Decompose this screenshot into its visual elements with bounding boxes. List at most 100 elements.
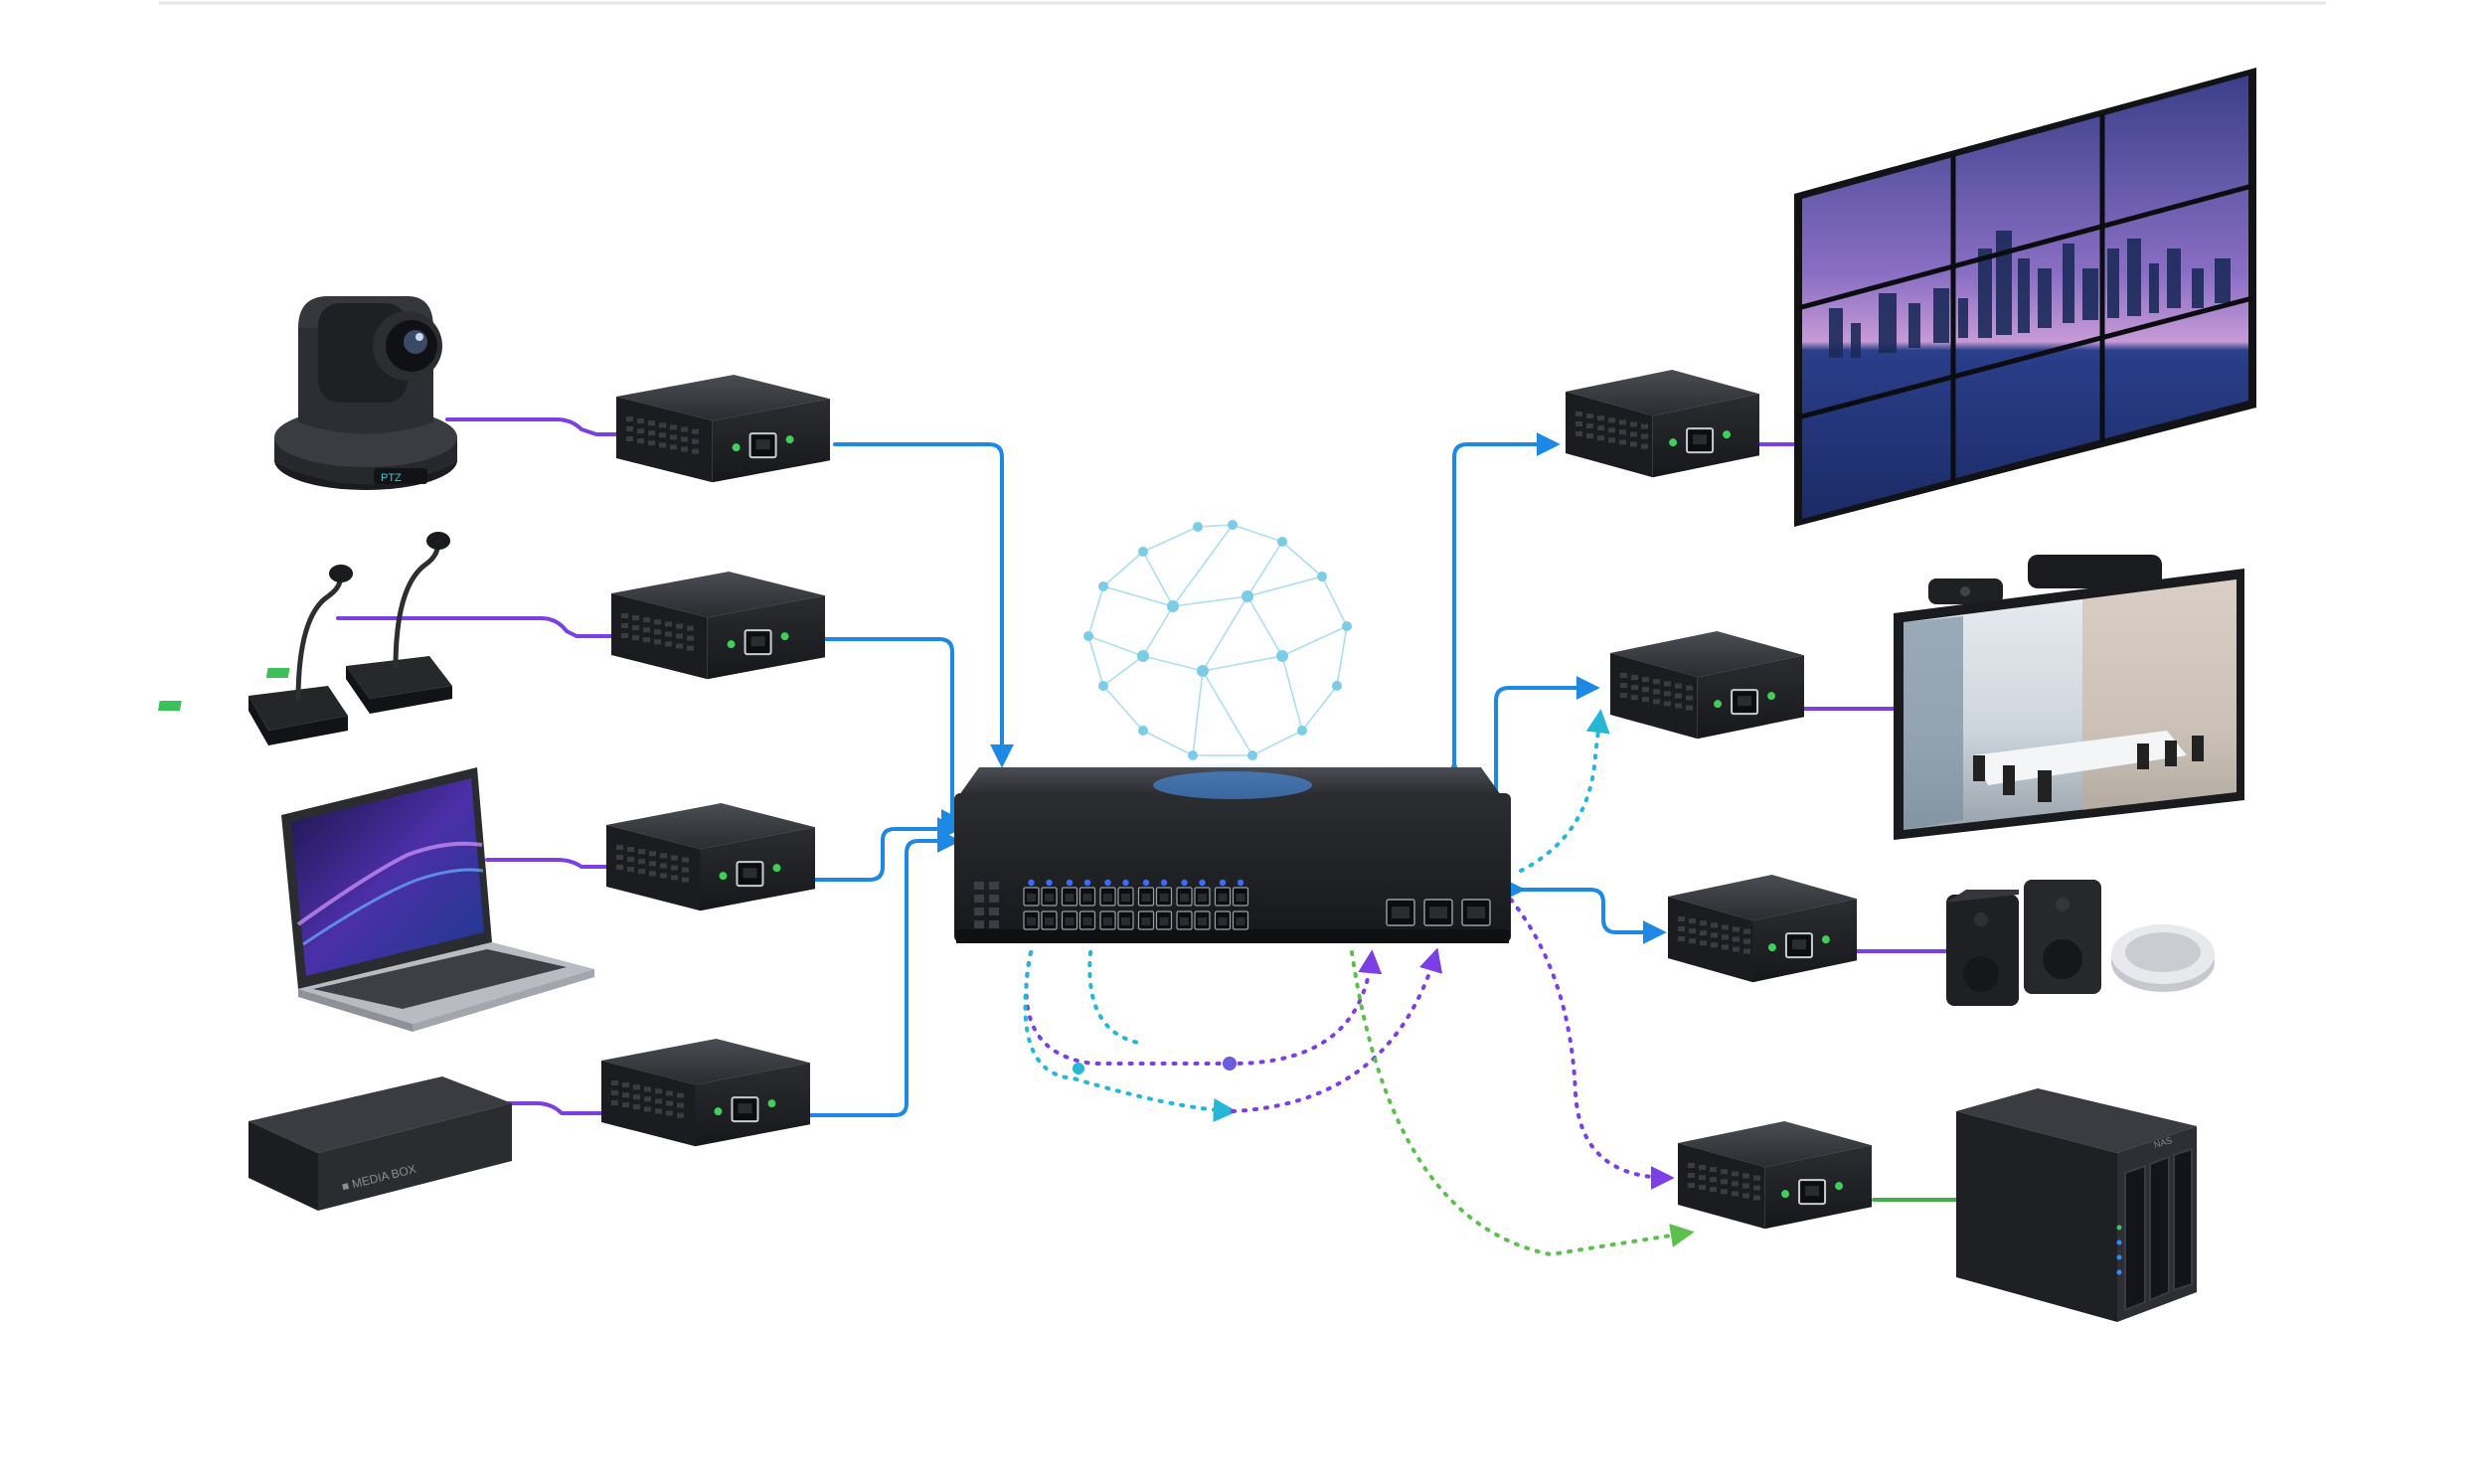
laptop-icon	[281, 767, 594, 1032]
decoder-box-videowall	[1566, 370, 1759, 478]
port-led	[1046, 879, 1053, 887]
rj45-port	[1041, 879, 1058, 907]
switch-vent	[974, 882, 999, 928]
port-led	[1028, 879, 1035, 887]
rj45-port	[1023, 910, 1040, 930]
status-led	[1767, 943, 1776, 952]
port-led	[1104, 879, 1111, 887]
rj45-port	[1023, 879, 1040, 907]
laptop-to-encoder-link	[485, 858, 613, 869]
rj45-port	[1214, 910, 1232, 930]
rj45-port	[1194, 879, 1211, 907]
sfp-port	[1461, 899, 1491, 926]
rj45-port	[1061, 910, 1078, 930]
conference-display-icon	[1894, 555, 2244, 840]
status-led	[1767, 692, 1776, 701]
status-led	[719, 872, 728, 881]
rj45-port	[1232, 879, 1249, 907]
port-led	[1066, 879, 1074, 887]
dotted-link-to-conference-decoder	[1519, 709, 1610, 873]
camera-badge: PTZ	[381, 472, 402, 484]
nas-drive-bays	[2124, 1147, 2193, 1312]
media-player-box-icon: ■ MEDIA BOX	[248, 1076, 512, 1211]
rj45-port	[1176, 879, 1193, 907]
switch-to-conference-decoder-link	[1494, 676, 1600, 812]
dotted-multicast-loop-outer-purple	[1231, 947, 1443, 1113]
encoder3-to-switch-link	[813, 817, 961, 882]
switch-to-videowall-decoder-link	[1442, 432, 1561, 785]
video-wall-icon	[1794, 68, 2256, 527]
network-globe-icon	[1083, 520, 1352, 760]
status-led	[1835, 1182, 1844, 1191]
player-to-encoder-link	[465, 1101, 608, 1115]
rj45-port	[1137, 910, 1155, 930]
rj45-port	[1137, 879, 1155, 907]
encoder1-to-switch-link	[833, 442, 1014, 768]
video-bar-icon	[2028, 555, 2162, 588]
switch-rj45-ports	[1023, 879, 1249, 930]
decoder-box-conference	[1610, 631, 1804, 740]
encoder-box-player	[601, 1039, 810, 1147]
speakers-icon	[1946, 880, 2215, 1006]
dotted-multicast-loop-outer-cyan	[1023, 950, 1238, 1123]
video-wall-bezels	[1797, 114, 2253, 482]
extender-boxes	[601, 370, 1872, 1230]
rj45-port	[1176, 910, 1193, 930]
port-led	[1181, 879, 1188, 887]
status-led	[732, 443, 741, 452]
rj45-port	[1061, 879, 1078, 907]
port-led	[1237, 879, 1244, 887]
rj45-port	[1155, 910, 1173, 930]
encoder-box-laptop	[606, 803, 815, 911]
rj45-port	[1099, 910, 1116, 930]
decoder-box-nas	[1678, 1121, 1872, 1230]
status-led	[1669, 438, 1678, 447]
rj45-port	[1214, 879, 1232, 907]
gooseneck-microphones-icon	[157, 532, 452, 745]
encoder-box-camera	[616, 375, 830, 483]
ptz-camera-icon: PTZ	[274, 296, 457, 490]
connection-lines	[336, 417, 1958, 1256]
rj45-port	[1232, 910, 1249, 930]
network-switch	[954, 762, 1511, 943]
status-led	[1781, 1190, 1790, 1199]
sfp-port	[1423, 899, 1453, 926]
switch-to-audio-decoder-link	[1501, 878, 1667, 944]
status-led	[714, 1107, 723, 1116]
rj45-port	[1078, 910, 1096, 930]
rj45-port	[1117, 910, 1134, 930]
rj45-port	[1194, 910, 1211, 930]
rj45-port	[1041, 910, 1058, 930]
rj45-port	[1155, 879, 1173, 907]
mic-to-encoder-link	[336, 616, 618, 638]
decoder-box-audio	[1668, 875, 1857, 983]
camera-to-encoder-link	[445, 417, 623, 436]
sfp-port	[1386, 899, 1415, 926]
conference-chairs	[1973, 736, 2204, 802]
status-led	[1723, 430, 1732, 439]
status-led	[780, 632, 789, 641]
nas-storage-icon: NAS	[1956, 1088, 2197, 1322]
rj45-port	[1078, 879, 1096, 907]
dotted-link-to-storage	[1350, 950, 1695, 1256]
rj45-port	[1117, 879, 1134, 907]
port-led	[1142, 879, 1150, 887]
port-led	[1083, 879, 1091, 887]
port-led	[1199, 879, 1206, 887]
status-led	[767, 1099, 776, 1108]
status-led	[785, 435, 794, 444]
port-led	[1219, 879, 1227, 887]
encoder-box-microphone	[611, 572, 825, 680]
status-led	[1714, 700, 1723, 709]
dotted-link-to-nas-decoder	[1509, 898, 1675, 1190]
encoder4-to-switch-link	[808, 829, 961, 1117]
rj45-port	[1099, 879, 1116, 907]
switch-uplink-ports	[1386, 899, 1491, 926]
city-skyline	[1829, 231, 2231, 358]
status-led	[727, 640, 736, 649]
status-led	[772, 864, 781, 873]
status-led	[1821, 935, 1830, 944]
dotted-multicast-loop-inner	[1024, 949, 1383, 1066]
